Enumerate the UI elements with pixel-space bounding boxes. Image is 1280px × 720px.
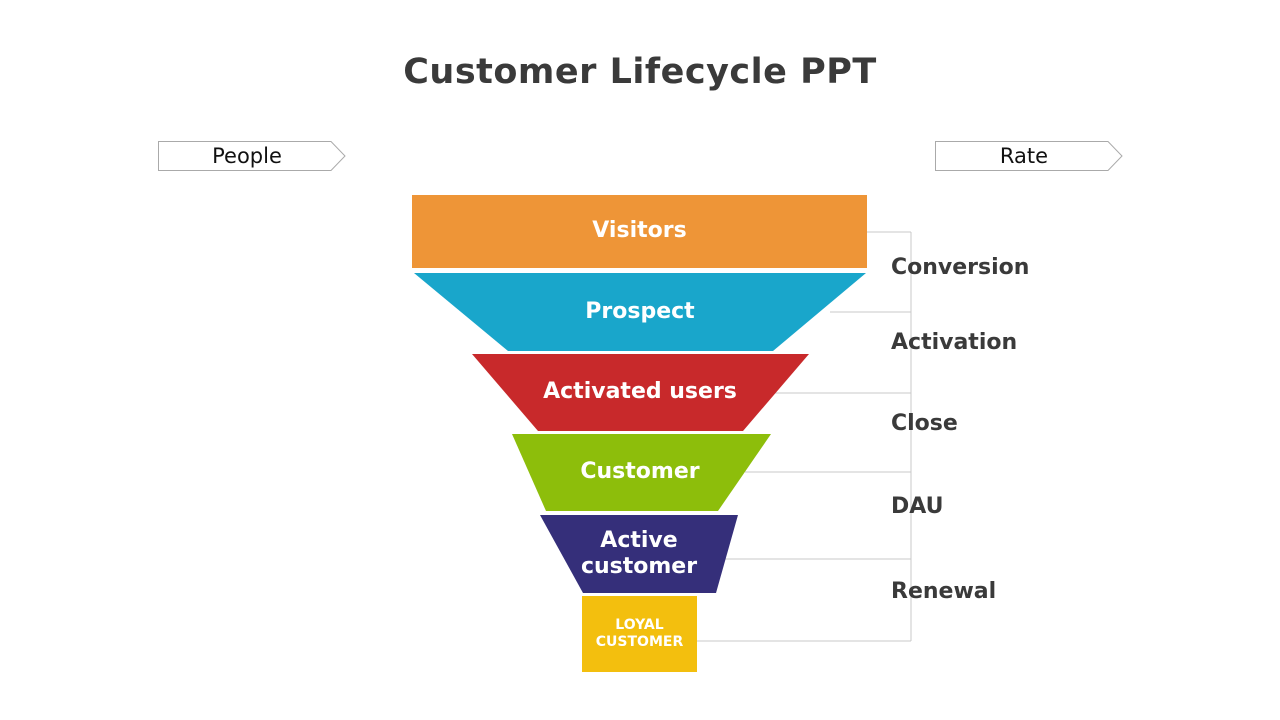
rate-label-renewal: Renewal — [891, 579, 997, 604]
stage-label-visitors: Visitors — [592, 218, 687, 244]
stage-label-customer: Customer — [580, 459, 700, 485]
rate-label-close: Close — [891, 411, 958, 436]
stage-label-prospect: Prospect — [585, 298, 695, 324]
rate-tag-arrow-shape — [935, 141, 1123, 171]
stage-shape-visitors — [412, 195, 867, 268]
people-tag-arrow-shape — [158, 141, 346, 171]
rate-label-activation: Activation — [891, 330, 1018, 355]
stage-shape-activated-users — [472, 354, 809, 431]
stage-shape-loyal-customer — [582, 596, 697, 672]
stage-shape-prospect — [414, 273, 866, 351]
rate-label-dau: DAU — [891, 494, 944, 519]
stage-label-activated-users: Activated users — [543, 379, 737, 405]
rate-label-conversion: Conversion — [891, 255, 1030, 280]
rate-tag-label: Rate — [999, 144, 1049, 168]
people-tag: People — [158, 141, 346, 171]
people-tag-label: People — [212, 144, 282, 168]
slide-title: Customer Lifecycle PPT — [403, 52, 877, 92]
stage-label-active-customer: Active customer — [580, 527, 698, 579]
connector-lines — [697, 231, 912, 642]
stage-shape-customer — [512, 434, 771, 511]
stage-label-loyal-customer: LOYAL CUSTOMER — [595, 617, 684, 650]
stage-shape-active-customer — [540, 515, 738, 593]
rate-tag: Rate — [935, 141, 1123, 171]
